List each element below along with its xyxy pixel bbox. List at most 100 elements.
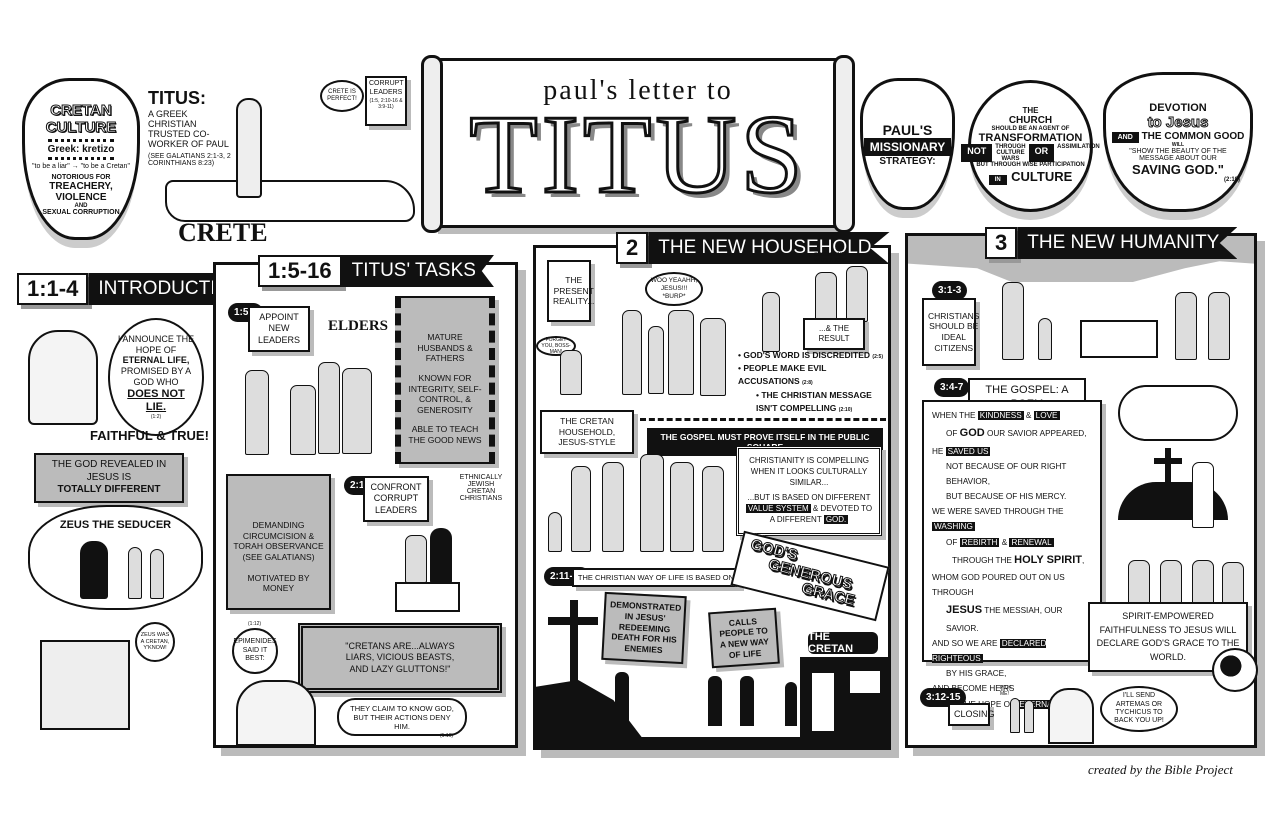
quality-item: Known for integrity, self-control, & gen… (408, 372, 482, 415)
poem-text: whom God poured out on us through (932, 573, 1065, 598)
trait: Treachery, (49, 181, 113, 192)
poem-line: by his grace, (932, 666, 1092, 681)
poem-text: of (946, 537, 960, 547)
vase-text: Transformation (978, 132, 1083, 144)
vase-devotion-jesus: Devotion to Jesus and the common good wi… (1103, 72, 1253, 212)
poem-text: the Messiah, our Savior. (946, 606, 1063, 633)
poem-text: and become heirs (932, 684, 1015, 694)
leader-figure (430, 528, 452, 583)
elders-label: Elders (328, 318, 389, 334)
vase-text: should be an agent of (991, 126, 1070, 132)
faithful-true: Faithful & True! (90, 428, 209, 443)
title-line1: Paul's Letter to (543, 75, 733, 106)
titus-figure (245, 370, 269, 455)
vase-text: Strategy: (879, 155, 936, 167)
compelling-text: ...but is based on different (747, 492, 871, 502)
household-header: 2 The New Household (616, 232, 890, 264)
quality-item: Able to teach the good news (408, 424, 482, 445)
poem-text: not because of our right behavior, (946, 461, 1067, 486)
epimenides-quote: "Cretans are...always liars, vicious bea… (298, 623, 502, 693)
dashed-divider (640, 418, 886, 421)
sail-ref: (1:5, 2:10-16 & 3:9-11) (369, 97, 403, 110)
result-item: • The Christian message isn't compelling… (756, 389, 872, 413)
result-item: • People make evil accusations (2:8) (738, 363, 827, 387)
humanity-header: 3 The New Humanity (985, 227, 1238, 259)
family-figure (571, 466, 591, 552)
citizens-box: Christians should be ideal citizens (922, 298, 979, 366)
result-text: People make evil accusations (738, 363, 827, 387)
temple (40, 640, 130, 730)
tasks-header: 1:5-16 Titus' Tasks (258, 255, 494, 287)
person-figure (622, 310, 642, 395)
vase-text: and (1111, 131, 1139, 143)
poem-line: We were saved through the washing (932, 504, 1092, 534)
person-figure (560, 350, 582, 395)
bull-sign: The Cretan (808, 631, 878, 655)
titus-refs: (See Galatians 2:1-3, 2 Corinthians 8:23… (148, 153, 231, 167)
poem-text: of (946, 429, 960, 439)
poem-text: & (1023, 411, 1034, 420)
poem-line: When the Kindness & Love (932, 408, 1092, 423)
title-main: TITUS (468, 93, 807, 217)
notorious-label: Notorious for (51, 174, 111, 181)
compelling-text: Christianity is compelling when it looks… (749, 456, 869, 488)
closing-speech: I'll send Artemas or Tychicus to back yo… (1100, 686, 1178, 732)
family-figure (640, 454, 664, 552)
poem-highlight: rebirth (959, 537, 1000, 547)
vase-text: "Show the beauty of the message about ou… (1129, 147, 1227, 162)
vase-text: through culture wars (995, 144, 1026, 162)
zeus-cretan-bubble: Zeus was a Cretan, y'know! (135, 622, 175, 662)
household-num: 2 (616, 232, 649, 264)
paul-figure (28, 330, 98, 425)
vase-text: Not (961, 144, 993, 162)
poem-line: but because of his mercy. (932, 489, 1092, 504)
spirit-box: Spirit-empowered faithfulness to Jesus w… (1088, 602, 1248, 672)
vase-text: Missionary (863, 137, 952, 156)
vase-text: but through wise participation (976, 162, 1085, 168)
speech-text: eternal life, (122, 355, 190, 366)
person-silhouette (708, 676, 722, 726)
person-figure (846, 266, 868, 322)
compelling-box: Christianity is compelling when it looks… (736, 446, 882, 536)
zeus-title: Zeus the Seducer (59, 519, 172, 531)
poem-emphasis: Jesus (946, 604, 983, 617)
results-list: • God's word is discredited (2:5) • Peop… (738, 349, 888, 415)
speech-text: (1:2) (150, 414, 162, 421)
poem-highlight: washing (932, 522, 975, 532)
appoint-box: Appoint new leaders (248, 306, 310, 352)
person-silhouette (785, 682, 797, 726)
epimenides-ref: (1:12) (248, 621, 262, 627)
zeus-cloud: Zeus the Seducer (28, 505, 203, 610)
tasks-title: Titus' Tasks (341, 255, 494, 287)
vase-missionary-strategy: Paul's Missionary Strategy: (860, 78, 955, 210)
cretan-culture-heading: Cretan Culture (45, 102, 117, 137)
credit: created by the Bible Project (1088, 762, 1233, 777)
qualities-panel: Mature husbands & fathers Known for inte… (395, 296, 495, 464)
elder-figure (318, 362, 340, 454)
person-figure (762, 292, 780, 352)
citizen-figure (1002, 282, 1024, 360)
joke-text: Christians! What a joke... (814, 252, 852, 264)
pick-me-text: Pick me! (1000, 685, 1012, 697)
market-table (1080, 320, 1158, 358)
tasks-ref: 1:5-16 (258, 255, 342, 287)
paul-figure (236, 680, 316, 746)
compelling-text: value system (745, 503, 811, 513)
result-text: The Christian message isn't compelling (756, 389, 872, 413)
poem-line: Jesus the Messiah, our Savior. (932, 600, 1092, 636)
cross-icon (1165, 448, 1171, 486)
corrupt-leaders-sail: Corrupt Leaders (1:5, 2:10-16 & 3:9-11) (365, 76, 407, 126)
speech-text: I announce the hope of (117, 333, 195, 355)
epimenides-bubble: Epimenides said it best: (232, 628, 278, 674)
demonstrated-box: Demonstrated in Jesus' redeeming death f… (601, 591, 687, 665)
tavern-building (800, 657, 888, 747)
result-item: • God's word is discredited (2:5) (738, 350, 883, 360)
poem-text: our Savior appeared, (984, 429, 1087, 439)
lectern (395, 582, 460, 612)
cretan-household-box: The Cretan household, Jesus-style (540, 410, 634, 454)
vase-text: Paul's (882, 121, 933, 138)
compelling-text: God. (823, 514, 849, 524)
sail-label: Corrupt Leaders (369, 80, 404, 96)
risen-jesus-figure (1192, 462, 1214, 528)
poem-text: When the (932, 411, 978, 420)
